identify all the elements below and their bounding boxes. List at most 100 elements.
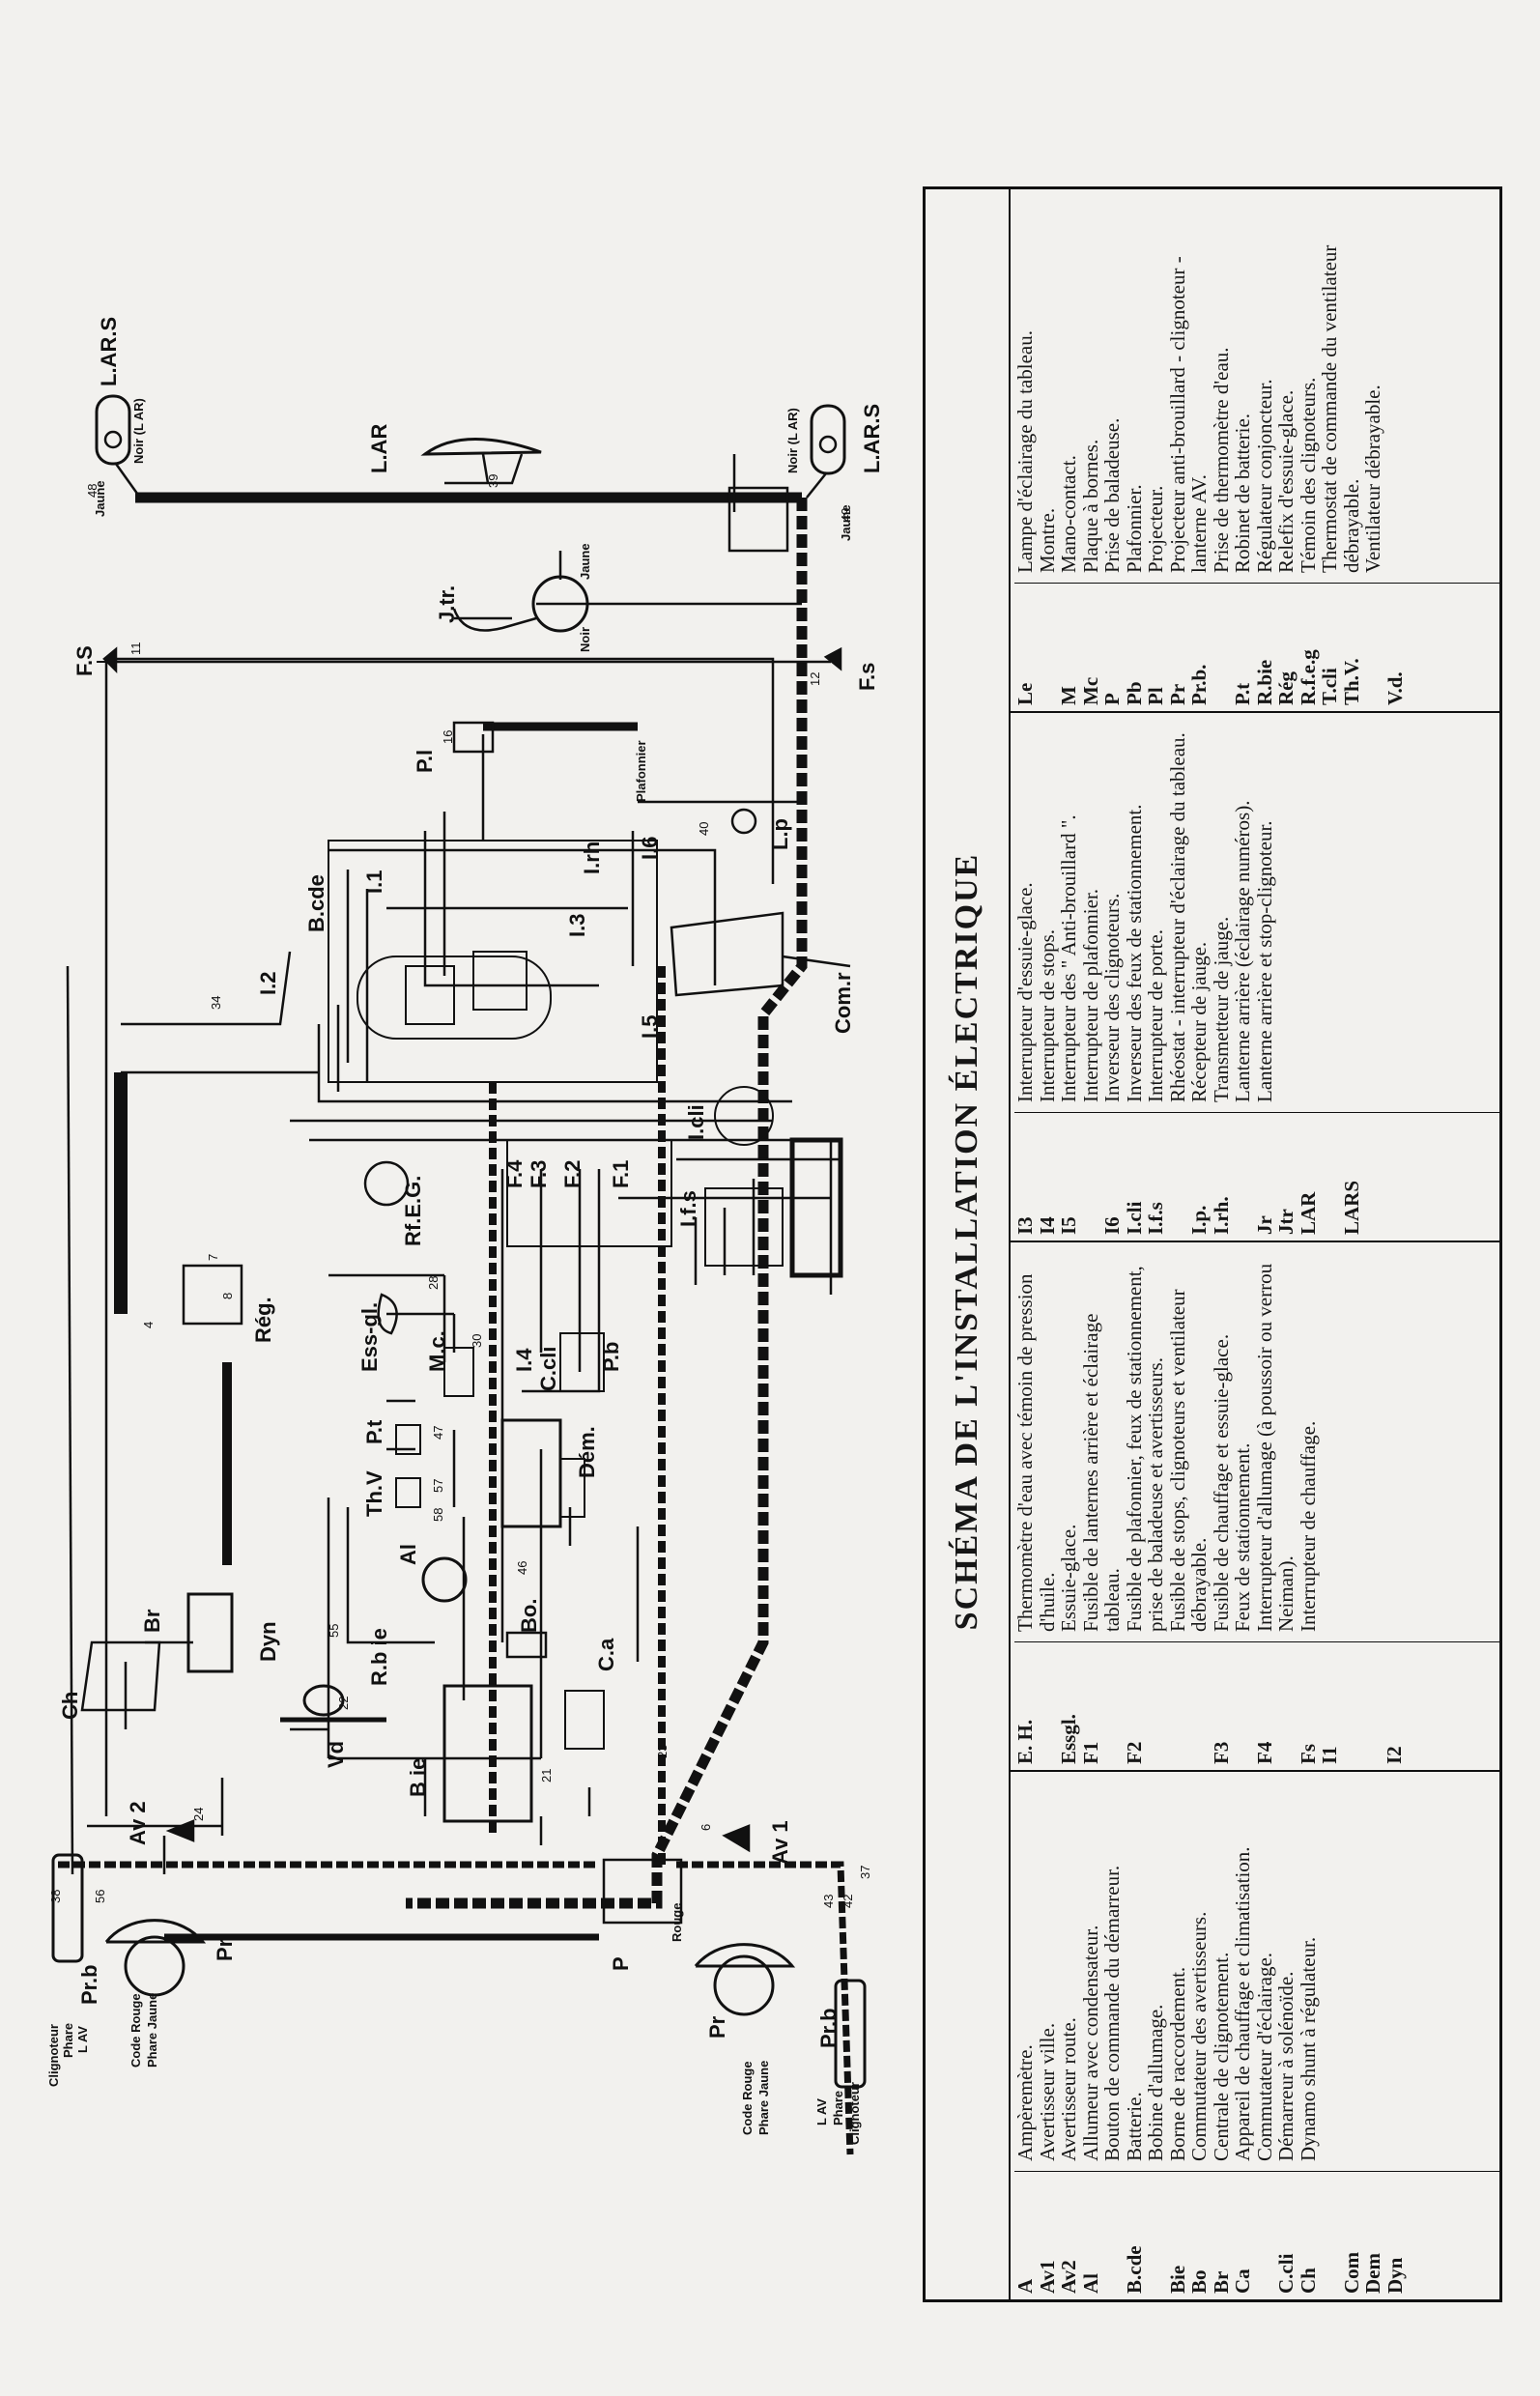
legend-desc: Interrupteur des " Anti-brouillard ".	[1057, 814, 1080, 1102]
wire-48: 48	[85, 484, 100, 498]
ifs-switch	[704, 1187, 784, 1267]
legend-desc: Feux de stationnement.	[1231, 1442, 1254, 1632]
front-plate-p	[602, 1858, 683, 1925]
ccli-unit	[559, 1332, 605, 1392]
label-ch: Ch	[58, 1692, 82, 1720]
legend-desc: Prise de thermomètre d'eau.	[1209, 347, 1233, 573]
label-prb-left: Pr.b	[77, 1964, 101, 2005]
legend-column-3: I3 I4 I5 I6 I.cli I.f.s I.p. I.rh. Jr Jt…	[1009, 711, 1499, 1241]
label-ccli: C.cli	[536, 1347, 560, 1391]
com-commutator	[670, 911, 784, 997]
legend-desc: Plaque à bornes.	[1078, 439, 1102, 573]
legend-abbr: Ca	[1231, 2268, 1254, 2294]
legend-desc: Interrupteur de plafonnier.	[1078, 889, 1102, 1102]
legend-abbr-list: I3 I4 I5 I6 I.cli I.f.s I.p. I.rh. Jr Jt…	[1013, 1112, 1499, 1241]
legend-desc: Avertisseur ville.	[1035, 2022, 1059, 2161]
label-noir-jtr: Noir	[578, 627, 592, 652]
label-i6: I.6	[638, 837, 662, 860]
legend-abbr: Dem	[1361, 2253, 1384, 2294]
legend-abbr: Pb	[1122, 681, 1146, 705]
legend-desc: Projecteur anti-brouillard - clignoteur …	[1165, 256, 1212, 573]
legend-abbr: Essgl.	[1057, 1714, 1080, 1764]
horn-switch	[564, 1690, 605, 1750]
label-dem: Dém.	[575, 1426, 599, 1478]
label-f2: F.2	[560, 1160, 585, 1188]
horn-av2	[165, 1819, 195, 1842]
legend-desc: Fusible de lanternes arrière et éclairag…	[1078, 1313, 1125, 1632]
legend-abbr: Jr	[1252, 1215, 1276, 1235]
legend-abbr: Pr.b.	[1187, 664, 1211, 705]
wire-55: 55	[327, 1624, 341, 1638]
legend-desc: Robinet de batterie.	[1231, 413, 1254, 573]
legend-desc: Bobine d'allumage.	[1144, 2004, 1167, 2161]
legend-desc: Projecteur.	[1144, 485, 1167, 573]
legend-desc-list: Thermomètre d'eau avec témoin de pressio…	[1013, 1242, 1499, 1641]
label-pr-right: Pr	[705, 2015, 729, 2039]
wire-30: 30	[470, 1334, 484, 1348]
legend-desc: Interrupteur de chauffage.	[1296, 1420, 1320, 1632]
label-mc: M.c.	[425, 1330, 449, 1372]
icli-switch	[714, 1086, 774, 1146]
legend-abbr: I4	[1035, 1216, 1059, 1235]
legend-abbr: B.cde	[1122, 2245, 1146, 2294]
legend-container: SCHÉMA DE L'INSTALLATION ÉLECTRIQUE A Av…	[923, 186, 1502, 2302]
label-dyn: Dyn	[256, 1621, 280, 1662]
label-jaune-right: Jaune	[839, 504, 853, 541]
legend-abbr: Bo	[1187, 2269, 1211, 2294]
label-noir-lar-left: Noir (L AR)	[131, 398, 146, 464]
legend-abbr: P	[1100, 693, 1124, 705]
label-fs-left: F.S	[72, 645, 97, 676]
legend-desc: Batterie.	[1122, 2092, 1146, 2161]
label-i5: I.5	[638, 1015, 662, 1039]
label-lp: L.p	[768, 818, 792, 850]
wire-4: 4	[141, 1322, 156, 1328]
legend-desc: Inverseur des clignoteurs.	[1100, 893, 1124, 1102]
legend-desc: Essuie-glace.	[1057, 1524, 1080, 1632]
legend-desc: Prise de baladeuse.	[1100, 417, 1124, 573]
label-reg: Rég.	[251, 1297, 275, 1343]
label-br: Br	[140, 1609, 164, 1633]
legend-desc-list: Interrupteur d'essuie-glace. Interrupteu…	[1013, 713, 1499, 1112]
legend-desc: Transmetteur de jauge.	[1209, 916, 1233, 1102]
legend-abbr: LARS	[1339, 1180, 1363, 1235]
legend-desc: Commutateur des avertisseurs.	[1187, 1911, 1211, 2161]
legend-desc: Fusible de chauffage et essuie-glace.	[1209, 1333, 1233, 1632]
label-pl: P.l	[413, 750, 437, 773]
wire-24: 24	[191, 1808, 206, 1821]
legend-desc: Régulateur conjoncteur.	[1252, 379, 1276, 573]
legend-abbr: I.p.	[1187, 1205, 1211, 1235]
label-pr-left: Pr	[213, 1938, 237, 1961]
label-ifs: I.f.s	[676, 1190, 700, 1227]
label-i2: I.2	[256, 972, 280, 995]
horn-av1	[722, 1824, 751, 1853]
label-essgl: Ess-gl.	[357, 1302, 382, 1372]
legend-table: SCHÉMA DE L'INSTALLATION ÉLECTRIQUE A Av…	[923, 186, 1502, 2302]
plafonnier-lamp	[452, 721, 495, 754]
headlight-left	[104, 1919, 207, 1944]
legend-desc: Bouton de commande du démarreur.	[1100, 1865, 1124, 2161]
label-i1: I.1	[362, 870, 386, 894]
legend-abbr: Bie	[1165, 2265, 1189, 2294]
wire-56: 56	[93, 1890, 107, 1903]
legend-abbr: Av1	[1035, 2260, 1059, 2294]
regulator	[182, 1264, 243, 1326]
legend-desc: Ventilateur débrayable.	[1361, 385, 1384, 573]
wire-47: 47	[431, 1426, 445, 1440]
legend-abbr: Pl	[1144, 687, 1167, 705]
legend-column-4: Le M Mc P Pb Pl Pr Pr.b. P.t R.bie Rég R…	[1009, 186, 1499, 711]
mc-contact	[443, 1347, 474, 1397]
foglamp-right	[834, 1979, 867, 2089]
fs-left-lamp	[102, 646, 118, 674]
legend-abbr: T.cli	[1318, 668, 1341, 705]
legend-abbr: Dyn	[1383, 2257, 1407, 2294]
rear-plate-p	[727, 486, 789, 553]
legend-abbr: A	[1013, 2278, 1037, 2294]
label-thv: Th.V	[362, 1470, 386, 1517]
label-lars-right: L.AR.S	[860, 404, 884, 473]
legend-desc-list: Ampèremètre. Avertisseur ville. Avertiss…	[1013, 1772, 1499, 2171]
legend-column-2: E. H. Essgl. F1 F2 F3 F4 Fs I1 I2 Thermo…	[1009, 1241, 1499, 1770]
legend-abbr: I2	[1383, 1746, 1406, 1764]
legend-abbr: I.rh.	[1209, 1196, 1233, 1235]
legend-abbr: I1	[1318, 1746, 1341, 1764]
fs-right-lamp	[823, 646, 842, 671]
